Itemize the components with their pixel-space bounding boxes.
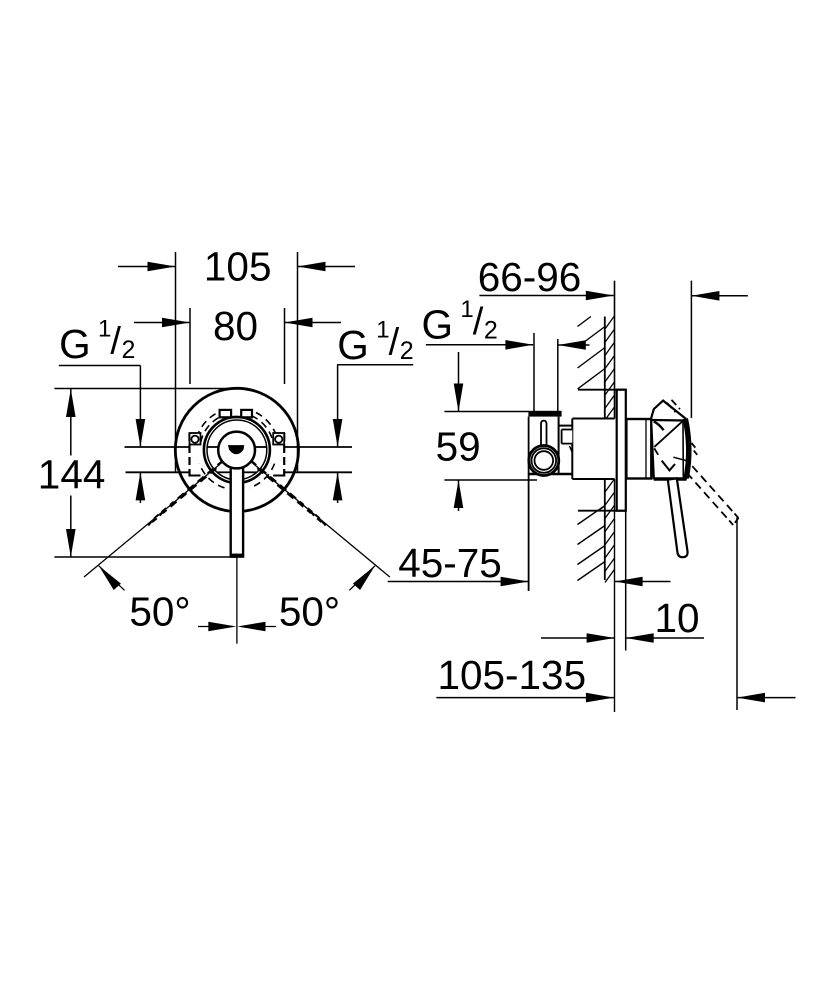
svg-text:45-75: 45-75: [398, 540, 502, 586]
svg-text:1: 1: [98, 316, 111, 343]
svg-text:/: /: [110, 321, 121, 363]
svg-text:2: 2: [484, 316, 498, 344]
svg-text:G: G: [337, 322, 369, 368]
svg-text:144: 144: [38, 451, 106, 497]
svg-text:G: G: [422, 301, 454, 347]
svg-text:/: /: [473, 301, 484, 343]
svg-text:105-135: 105-135: [437, 652, 586, 698]
svg-text:105: 105: [204, 244, 272, 290]
svg-text:2: 2: [122, 336, 136, 364]
svg-text:1: 1: [460, 296, 473, 323]
svg-text:50°: 50°: [129, 588, 190, 634]
svg-text:2: 2: [400, 337, 414, 365]
svg-text:/: /: [389, 322, 400, 364]
svg-text:G: G: [59, 321, 91, 367]
svg-text:59: 59: [436, 423, 481, 469]
svg-text:80: 80: [213, 303, 258, 349]
svg-text:1: 1: [376, 317, 389, 344]
svg-text:66-96: 66-96: [478, 254, 582, 300]
svg-text:10: 10: [654, 595, 699, 641]
svg-text:50°: 50°: [279, 588, 340, 634]
